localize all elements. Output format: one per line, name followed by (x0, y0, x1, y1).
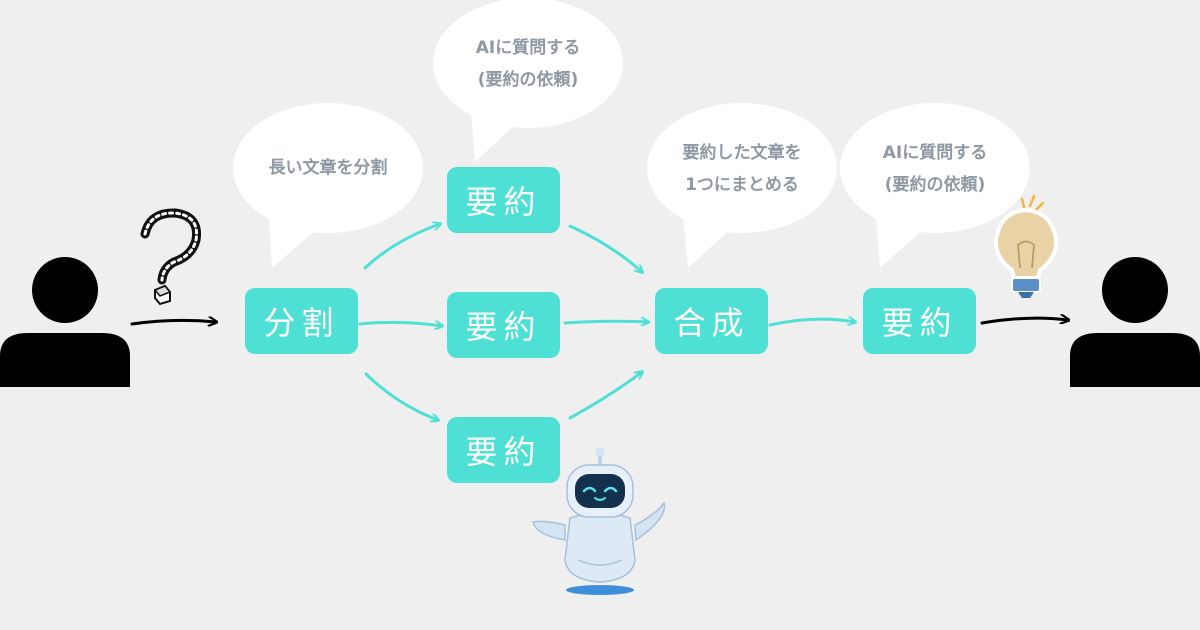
bubble-text-ask-first: AIに質問する (要約の依頼) (433, 32, 623, 96)
bubble-line: 要約した文章を (682, 143, 802, 163)
speech-bubble-ask-final (840, 103, 1030, 268)
arrow-merge-to-summary-final (768, 319, 855, 327)
arrow-split-to-summary-top (363, 224, 440, 270)
arrow-summary-final-to-user (980, 318, 1068, 323)
bubble-line: 長い文章を分割 (268, 158, 388, 178)
speech-bubble-merge (647, 103, 837, 268)
node-summary-top: 要約 (447, 167, 560, 233)
bubble-text-merge: 要約した文章を 1つにまとめる (647, 137, 837, 201)
node-merge: 合成 (655, 288, 768, 354)
bubble-line: (要約の依頼) (884, 175, 986, 195)
speech-bubble-split (233, 103, 423, 268)
node-split: 分割 (245, 288, 358, 354)
bubble-text-ask-final: AIに質問する (要約の依頼) (840, 137, 1030, 201)
light-bulb-icon (993, 194, 1059, 298)
arrow-split-to-summary-middle (358, 322, 442, 326)
arrow-summary-bottom-to-merge (568, 372, 642, 420)
speech-bubble-ask-first (433, 0, 623, 162)
arrow-summary-middle-to-merge (563, 321, 648, 323)
question-mark-icon (140, 208, 202, 306)
bubble-line: (要約の依頼) (477, 70, 579, 90)
robot-icon (532, 447, 666, 595)
arrow-split-to-summary-bottom (364, 372, 438, 420)
bubble-line: AIに質問する (475, 38, 581, 58)
arrow-user-to-split (130, 320, 216, 324)
node-summary-bottom: 要約 (447, 417, 560, 483)
bubble-text-split: 長い文章を分割 (233, 152, 423, 184)
node-summary-final: 要約 (863, 288, 976, 354)
arrow-summary-top-to-merge (568, 224, 642, 272)
person-icon (0, 257, 130, 387)
bubble-line: AIに質問する (882, 143, 988, 163)
person-icon (1070, 257, 1200, 387)
user-arrows (130, 318, 1068, 324)
flow-arrows (358, 224, 855, 420)
bubble-line: 1つにまとめる (685, 175, 799, 195)
node-summary-middle: 要約 (447, 292, 560, 358)
